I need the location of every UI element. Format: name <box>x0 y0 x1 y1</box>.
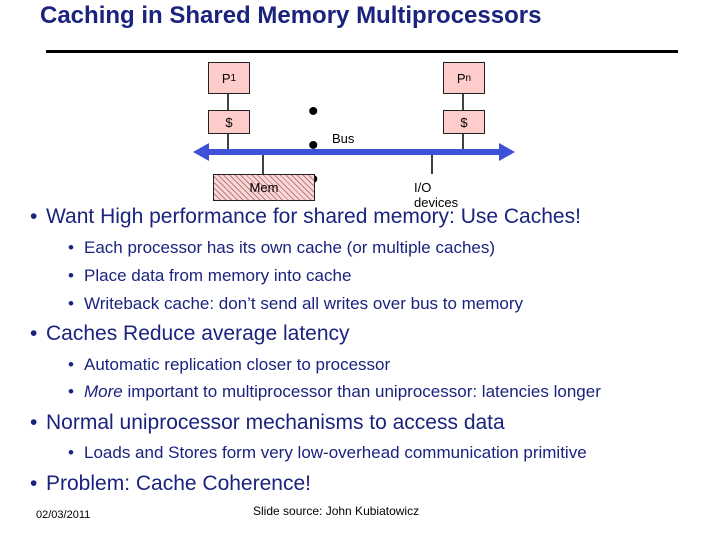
bus-label: Bus <box>332 131 355 146</box>
memory-box: Mem <box>213 174 315 201</box>
bullet-1-sub-1: •Each processor has its own cache (or mu… <box>68 238 496 257</box>
slide-title: Caching in Shared Memory Multiprocessors <box>40 2 542 29</box>
bus-arrow-left <box>193 143 209 161</box>
processor-n-label: P <box>456 70 466 86</box>
bullet-4: •Problem: Cache Coherence! <box>30 472 311 495</box>
bullet-1: •Want High performance for shared memory… <box>30 205 581 228</box>
footer-source: Slide source: John Kubiatowicz <box>253 504 420 518</box>
processor-1-label: P <box>221 70 231 86</box>
bullet-1-sub-2: •Place data from memory into cache <box>68 266 352 285</box>
bullet-1-sub-3: •Writeback cache: don’t send all writes … <box>68 294 524 313</box>
title-rule <box>46 50 678 53</box>
io-devices-label: I/O devices <box>414 180 459 210</box>
memory-label: Mem <box>249 180 279 195</box>
cache-right-label: $ <box>460 114 468 130</box>
cache-left-label: $ <box>225 114 233 130</box>
bus-arrow-right <box>499 143 515 161</box>
processor-n-sub: n <box>465 72 472 84</box>
diagram-lines <box>193 93 515 174</box>
bullet-3-sub-1: •Loads and Stores form very low-overhead… <box>68 443 587 462</box>
cache-right-box: $ <box>443 110 485 134</box>
bullet-2-sub-1: •Automatic replication closer to process… <box>68 355 391 374</box>
bullet-2-sub-2: •More important to multiprocessor than u… <box>68 382 601 401</box>
cache-left-box: $ <box>208 110 250 134</box>
bullet-3: •Normal uniprocessor mechanisms to acces… <box>30 411 505 434</box>
bullet-2: •Caches Reduce average latency <box>30 322 350 345</box>
footer-date: 02/03/2011 <box>36 509 91 521</box>
processor-1-sub: 1 <box>230 72 237 84</box>
